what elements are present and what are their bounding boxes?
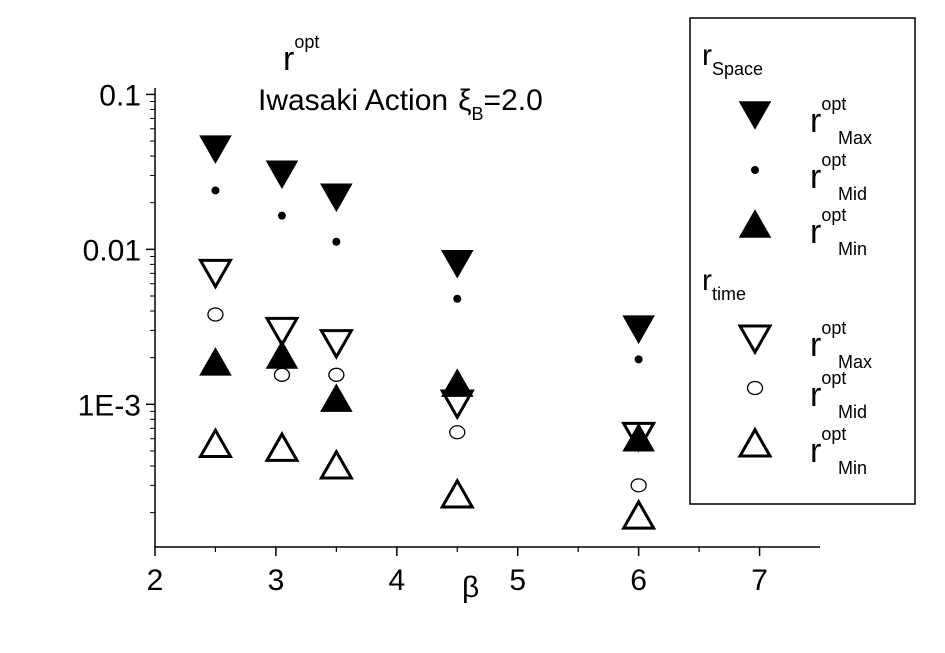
legend-marker-triangle-up-filled: [738, 209, 772, 238]
data-point-triangle-down-open: [439, 389, 475, 421]
x-axis-label: β: [462, 571, 479, 604]
legend-box: [689, 17, 916, 505]
data-point-triangle-up-open: [197, 427, 234, 459]
data-point-dot-filled: [634, 355, 643, 364]
data-point-circle-open: [273, 367, 291, 382]
data-point-triangle-up-open: [621, 498, 657, 530]
data-point-triangle-down-open: [318, 329, 354, 360]
data-markers: [197, 135, 657, 530]
data-point-circle-open: [207, 307, 224, 322]
legend-marker-circle-open: [746, 380, 764, 396]
data-point-triangle-down-filled: [622, 315, 655, 344]
y-tick-label: 0.01: [83, 234, 141, 267]
data-point-dot-filled: [453, 294, 462, 303]
data-point-triangle-up-open: [318, 448, 354, 480]
data-point-triangle-up-filled: [199, 347, 232, 376]
data-point-circle-open: [449, 425, 466, 440]
legend-group-space: rSpace: [702, 39, 763, 79]
data-point-triangle-up-open: [439, 477, 475, 509]
data-point-dot-filled: [332, 237, 341, 246]
data-point-triangle-down-filled: [265, 160, 299, 189]
data-point-circle-open: [630, 478, 647, 493]
y-tick-label: 0.1: [99, 79, 141, 112]
data-point-dot-filled: [211, 186, 220, 195]
top-label: ropt: [283, 32, 319, 78]
x-tick-label: 6: [630, 564, 647, 597]
data-point-triangle-down-filled: [320, 183, 353, 213]
data-point-triangle-down-filled: [440, 249, 474, 279]
legend-marker-triangle-down-open: [737, 324, 773, 356]
x-tick-label: 5: [509, 564, 526, 597]
legend-marker-dot-filled: [751, 166, 759, 174]
legend-group-time: rtime: [702, 264, 746, 304]
data-point-triangle-up-open: [264, 431, 300, 462]
axis-ticks: 2 3 4 5 6 7 0.1 0.01 1E-3: [78, 79, 768, 597]
x-tick-label: 7: [751, 564, 768, 597]
legend-marker-triangle-down-filled: [738, 101, 772, 130]
x-tick-label: 3: [268, 564, 285, 597]
data-point-triangle-down-filled: [199, 135, 232, 164]
data-point-triangle-up-filled: [320, 383, 353, 412]
data-point-triangle-down-open: [264, 316, 300, 348]
data-point-circle-open: [328, 367, 345, 382]
data-point-triangle-down-open: [621, 421, 657, 453]
legend-marker-triangle-up-open: [737, 426, 773, 458]
x-tick-label: 4: [388, 564, 405, 597]
x-tick-label: 2: [147, 564, 164, 597]
y-tick-label: 1E-3: [78, 389, 141, 422]
data-point-triangle-down-open: [197, 258, 234, 290]
data-point-dot-filled: [277, 211, 286, 220]
